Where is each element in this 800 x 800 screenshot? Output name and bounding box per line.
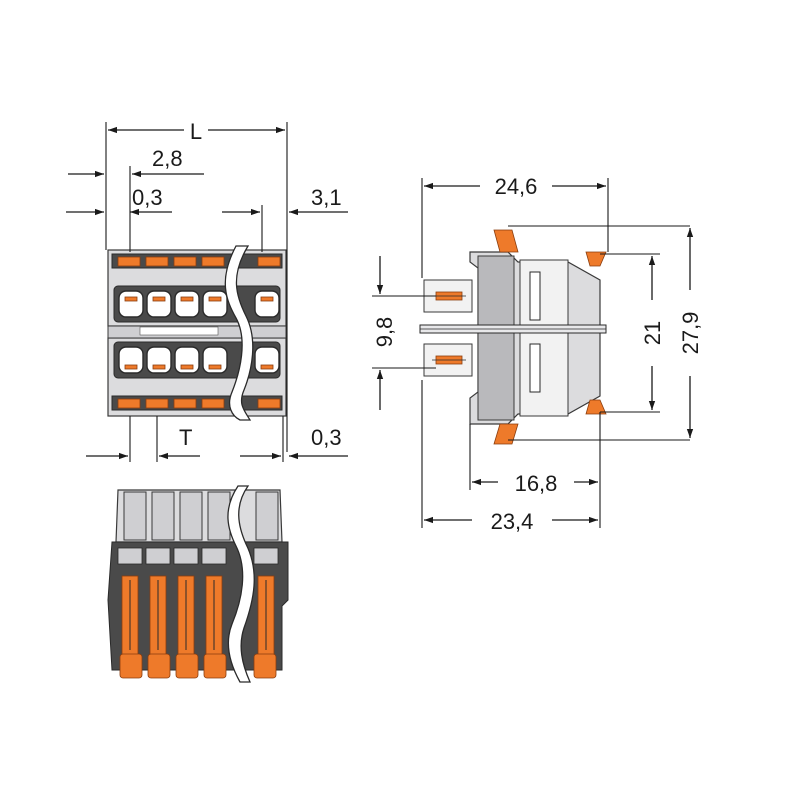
dim-label-3-1: 3,1 <box>311 185 342 210</box>
front-break-cut <box>224 245 254 421</box>
dim-label-23-4: 23,4 <box>491 509 534 534</box>
dim-label-21: 21 <box>640 321 665 345</box>
dim-label-0-3-bottom: 0,3 <box>311 425 342 450</box>
dim-label-l: L <box>190 119 202 144</box>
top-view-break-cut <box>227 485 255 683</box>
side-latch-top-right <box>585 251 607 267</box>
dim-label-16-8: 16,8 <box>515 471 558 496</box>
top-view <box>107 485 289 683</box>
front-lower-openings <box>113 341 281 379</box>
front-top-orange-rail <box>111 253 283 269</box>
front-view: L 2,8 0,3 3,1 T 0,3 <box>66 119 348 462</box>
dim-label-0-3-top: 0,3 <box>132 185 163 210</box>
side-latch-bottom-left <box>493 423 519 445</box>
dim-label-t: T <box>179 425 192 450</box>
dim-label-27-9: 27,9 <box>678 312 703 355</box>
top-view-actuators <box>119 575 277 679</box>
dim-label-24-6: 24,6 <box>495 174 538 199</box>
front-upper-openings <box>113 285 281 323</box>
front-marking-strip <box>139 326 219 336</box>
side-latch-bottom-right <box>585 399 607 415</box>
dim-label-2-8: 2,8 <box>152 146 183 171</box>
side-latch-top-left <box>493 229 519 253</box>
dim-label-9-8: 9,8 <box>372 317 397 348</box>
side-view: 24,6 9,8 21 27,9 16,8 23,4 <box>372 174 703 534</box>
front-bottom-orange-rail <box>111 395 283 411</box>
